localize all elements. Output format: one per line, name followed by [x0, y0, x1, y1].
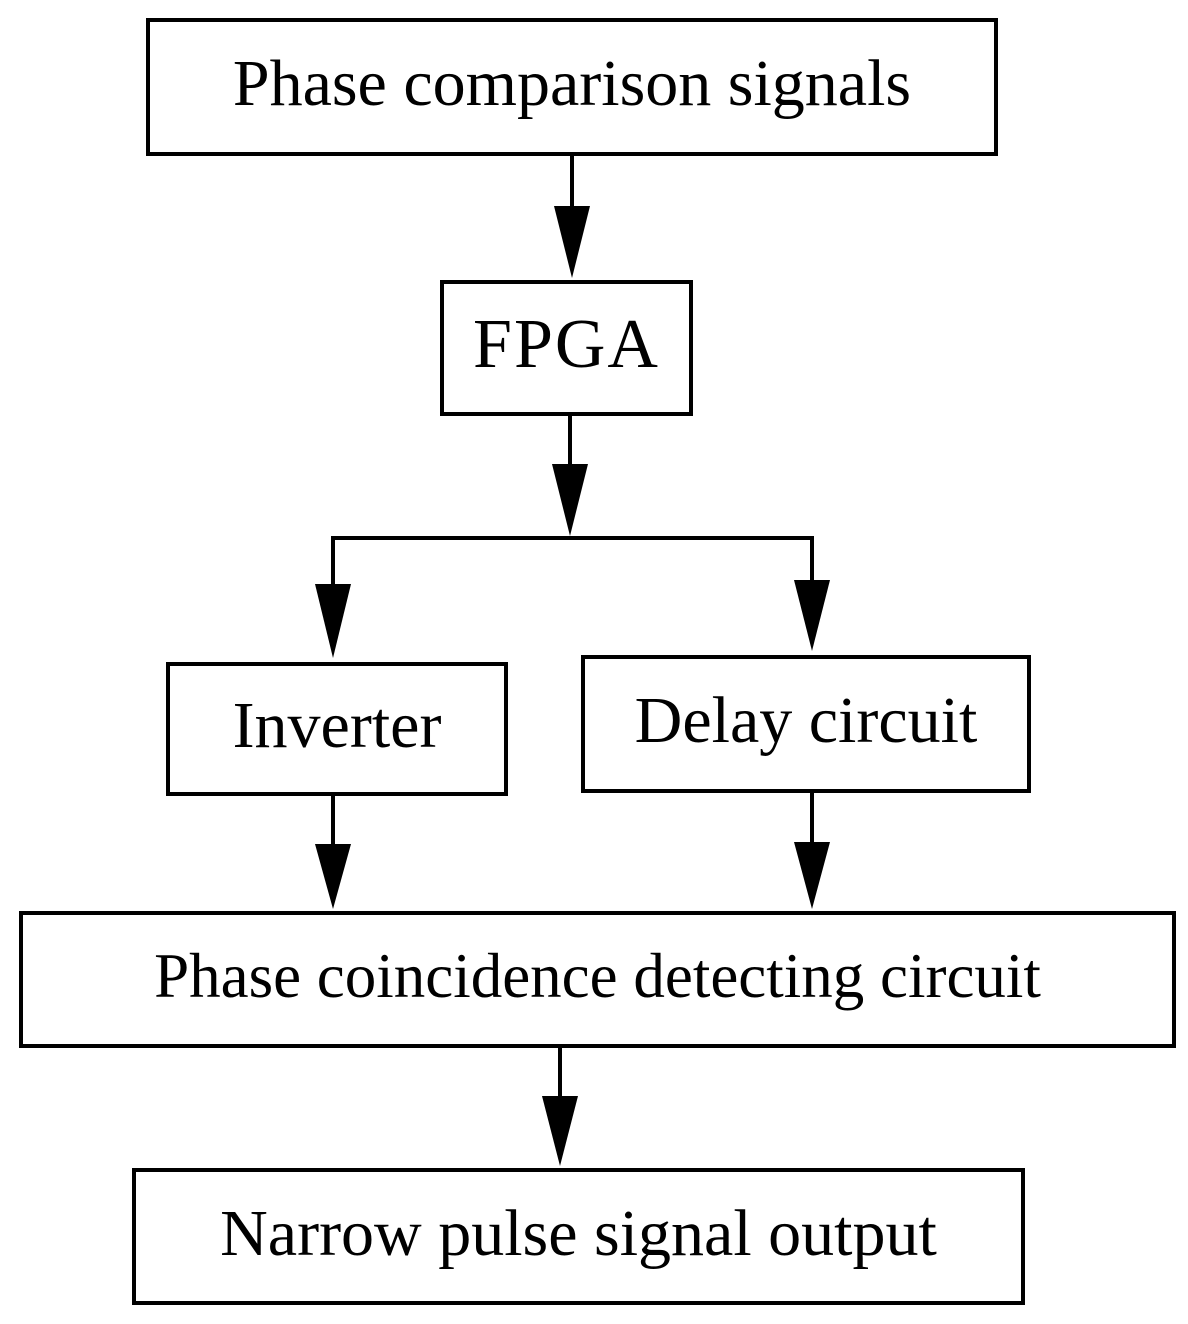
node-label: Phase comparison signals: [232, 47, 912, 120]
edge-coincidence-to-output: [542, 1046, 578, 1166]
node-label: Inverter: [232, 689, 442, 762]
node-fpga: FPGA: [440, 280, 693, 416]
edge-branch-to-delay: [794, 536, 830, 651]
arrowhead-icon: [794, 580, 830, 651]
node-label: Narrow pulse signal output: [220, 1196, 937, 1270]
edge-delay-to-coincidence: [794, 791, 830, 909]
node-delay-circuit: Delay circuit: [581, 655, 1031, 793]
arrowhead-icon: [542, 1096, 578, 1166]
node-label: FPGA: [473, 306, 660, 383]
edge-branch-to-inverter: [315, 536, 351, 658]
edge-phase-comparison-to-fpga: [554, 154, 590, 278]
node-phase-comparison-signals: Phase comparison signals: [146, 18, 998, 156]
arrowhead-icon: [554, 206, 590, 278]
edge-fpga-to-branch: [552, 414, 588, 536]
arrowhead-icon: [794, 842, 830, 909]
node-inverter: Inverter: [166, 662, 508, 796]
arrowhead-icon: [552, 464, 588, 536]
arrowhead-icon: [315, 844, 351, 909]
arrowhead-icon: [315, 584, 351, 658]
node-narrow-pulse-signal-output: Narrow pulse signal output: [132, 1168, 1025, 1305]
node-label: Delay circuit: [634, 684, 978, 757]
node-label: Phase coincidence detecting circuit: [154, 941, 1041, 1011]
edge-inverter-to-coincidence: [315, 794, 351, 909]
node-phase-coincidence-detecting-circuit: Phase coincidence detecting circuit: [19, 911, 1176, 1048]
